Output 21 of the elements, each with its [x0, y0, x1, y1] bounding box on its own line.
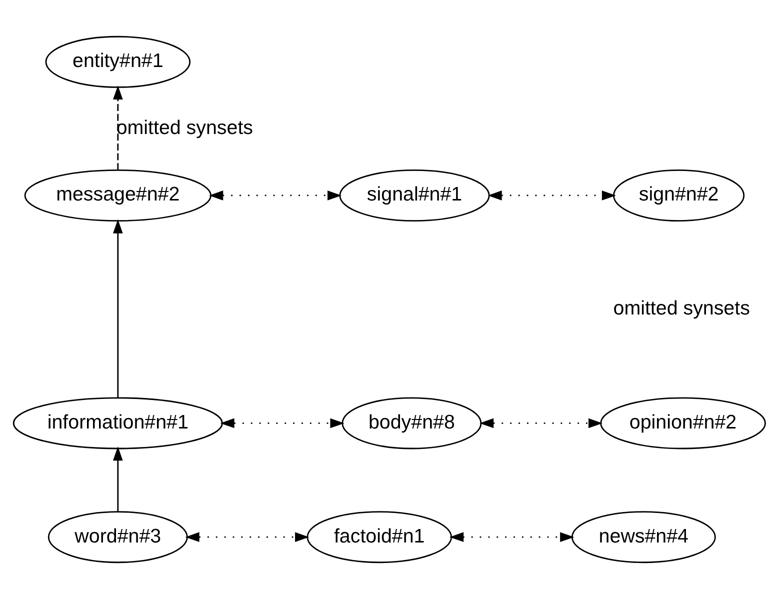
arrow: [450, 532, 574, 542]
label: omitted synsets: [613, 298, 750, 320]
node-ellipse: factoid#n1: [306, 511, 452, 564]
node-ellipse: word#n#3: [48, 511, 188, 564]
node-ellipse: sign#n#2: [613, 169, 745, 222]
node-ellipse: body#n#8: [342, 397, 482, 450]
node-ellipse: message#n#2: [24, 169, 212, 222]
node-ellipse: information#n#1: [12, 397, 223, 450]
arrow: [112, 446, 123, 512]
arrow: [209, 190, 342, 200]
node-ellipse: entity#n#1: [45, 36, 191, 88]
edge-label: omitted synsets: [116, 116, 254, 139]
node-ellipse: opinion#n#2: [600, 397, 766, 450]
arrow: [112, 85, 123, 170]
arrow: [185, 532, 310, 542]
arrow: [112, 219, 123, 398]
arrow: [488, 190, 616, 200]
node-ellipse: news#n#4: [571, 511, 716, 564]
node-ellipse: signal#n#1: [339, 169, 490, 222]
arrow: [480, 418, 603, 428]
arrow: [220, 418, 344, 428]
